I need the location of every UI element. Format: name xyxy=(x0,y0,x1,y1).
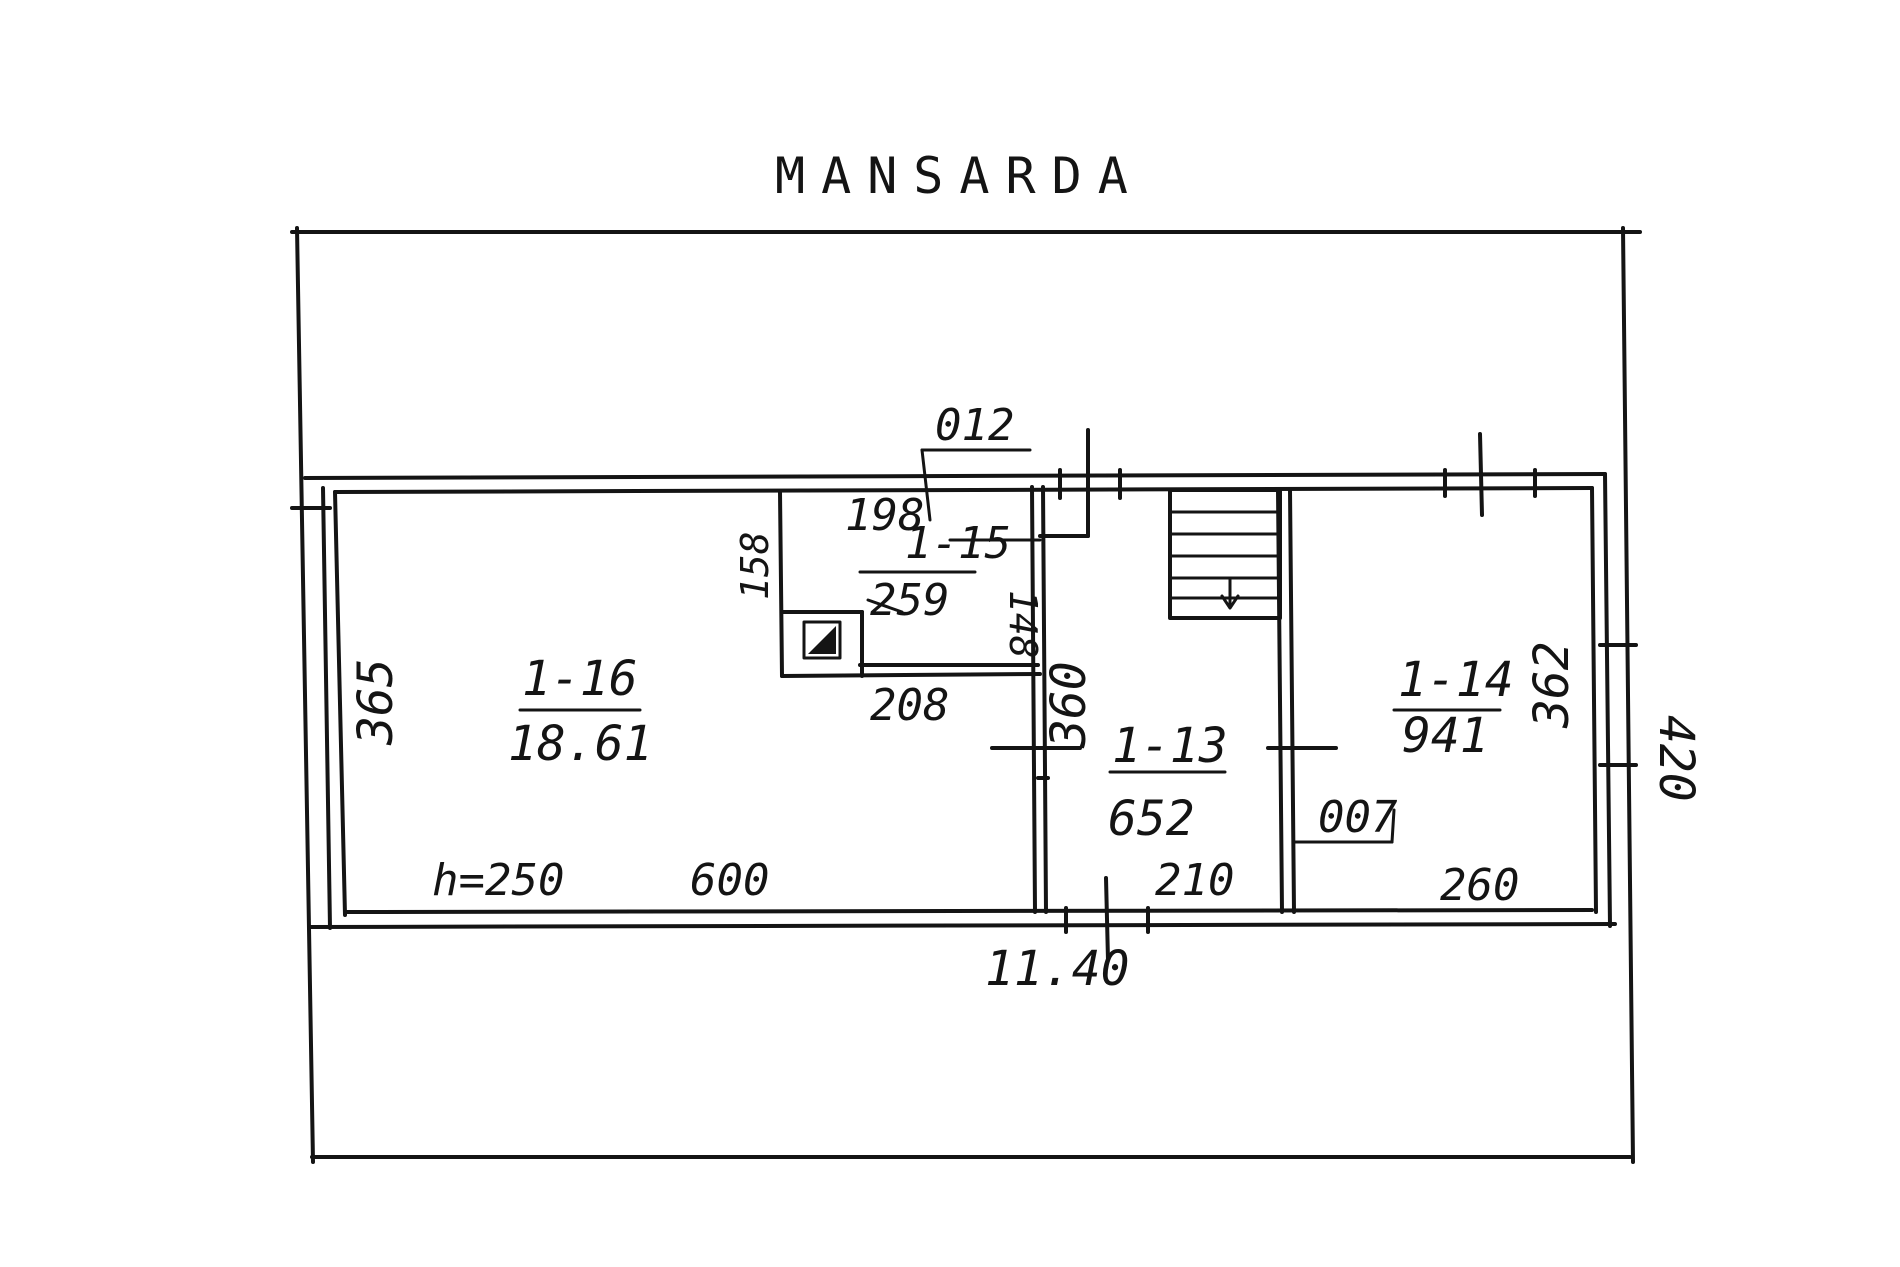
room-1-16-length-label: 600 xyxy=(690,855,769,906)
room-1-16-depth-label: 365 xyxy=(348,658,404,746)
overall-depth-label: 420 xyxy=(1648,715,1704,802)
room-1-16-area: 18.61 xyxy=(508,716,653,772)
room-1-13-length-label: 210 xyxy=(1155,855,1234,906)
interior-walls xyxy=(778,485,1296,914)
chimney xyxy=(802,620,842,660)
staircase xyxy=(1170,510,1280,610)
overall-length-label: 11.40 xyxy=(985,941,1130,997)
room-1-16-id: 1-16 xyxy=(522,651,638,707)
room-1-15-width-label: 198 xyxy=(845,490,924,541)
room-1-13-area: 652 xyxy=(1108,791,1195,847)
opening-ticks xyxy=(290,428,1638,962)
plan-title: MANSARDA xyxy=(775,147,1144,205)
room-1-14-depth-label: 362 xyxy=(1524,641,1580,729)
mark-top-label: 012 xyxy=(935,400,1014,451)
room-1-15-depth-label: 158 xyxy=(733,531,777,600)
room-1-15-length-label: 208 xyxy=(870,680,949,731)
room-1-14-id: 1-14 xyxy=(1398,652,1514,708)
mark-right-label: 007 xyxy=(1318,792,1398,843)
leader-lines xyxy=(518,448,1502,844)
building-walls xyxy=(303,472,1617,930)
ceiling-height-label: h=250 xyxy=(432,855,564,906)
room-1-14-area: 941 xyxy=(1402,708,1489,764)
outer-frame xyxy=(290,226,1642,1164)
room-1-14-length-label: 260 xyxy=(1440,860,1519,911)
room-1-13-depth-label: 360 xyxy=(1041,661,1097,749)
room-1-15-id: 1-15 xyxy=(905,518,1011,569)
room-1-15-area: 259 xyxy=(870,575,949,626)
room-1-15-wall-label: 148 xyxy=(1001,590,1045,659)
room-1-13-id: 1-13 xyxy=(1112,718,1228,774)
